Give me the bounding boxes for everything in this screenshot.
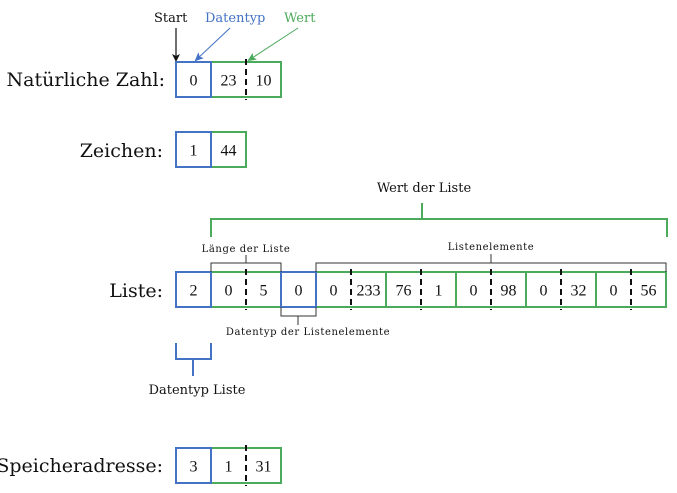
value-cell: 0 233 bbox=[315, 269, 387, 310]
value-cell: 0 32 bbox=[525, 269, 597, 310]
cell-border bbox=[175, 271, 212, 308]
value-cell: 1 31 bbox=[210, 445, 282, 486]
cell-value: 56 bbox=[641, 283, 657, 300]
value-cell: 44 bbox=[210, 131, 247, 168]
cell-value: 5 bbox=[260, 283, 268, 300]
cell-value: 31 bbox=[256, 459, 272, 476]
list-elements-label: Listenelemente bbox=[448, 242, 535, 253]
row-label-memory-address: Speicheradresse: bbox=[0, 455, 163, 477]
datatype-arrow bbox=[194, 27, 231, 62]
value-arrow bbox=[247, 27, 299, 62]
cell-border bbox=[175, 447, 212, 484]
cell-value: 0 bbox=[470, 283, 478, 300]
list-value-bracket bbox=[210, 203, 668, 237]
row-label-natural-number: Natürliche Zahl: bbox=[7, 69, 165, 91]
element-datatype-bracket bbox=[280, 307, 317, 325]
value-cell: 23 10 bbox=[210, 59, 282, 100]
datatype-cell: 0 bbox=[280, 271, 317, 308]
element-datatype-label: Datentyp der Listenelemente bbox=[226, 327, 390, 338]
cell-value: 0 bbox=[610, 283, 618, 300]
cell-value: 0 bbox=[225, 283, 233, 300]
row-label-list: Liste: bbox=[109, 280, 163, 302]
cell-value: 0 bbox=[330, 283, 338, 300]
cell-value: 44 bbox=[221, 143, 237, 160]
cell-value: 0 bbox=[295, 283, 303, 300]
row-memory-address: 1 31 3 bbox=[175, 445, 282, 486]
legend-start: Start bbox=[154, 11, 188, 26]
list-annotations: Wert der Liste Länge der Liste Listenele… bbox=[149, 181, 668, 398]
cell-value: 23 bbox=[221, 73, 237, 90]
list-elements-bracket bbox=[315, 254, 667, 272]
cell-value: 98 bbox=[501, 283, 517, 300]
legend-value: Wert bbox=[284, 11, 316, 26]
cell-value: 1 bbox=[435, 283, 443, 300]
row-natural-number: 23 10 0 bbox=[175, 59, 282, 100]
legend: Start Datentyp Wert bbox=[154, 11, 316, 62]
row-label-character: Zeichen: bbox=[80, 140, 163, 162]
value-cell: 0 56 bbox=[595, 269, 667, 310]
cell-value: 32 bbox=[571, 283, 587, 300]
cell-value: 10 bbox=[256, 73, 272, 90]
cell-border bbox=[175, 131, 212, 168]
cell-border bbox=[175, 61, 212, 98]
list-datatype-label: Datentyp Liste bbox=[149, 383, 246, 398]
cell-value: 2 bbox=[190, 283, 198, 300]
list-length-bracket bbox=[210, 255, 282, 272]
cell-value: 0 bbox=[540, 283, 548, 300]
legend-datatype: Datentyp bbox=[205, 11, 265, 26]
cell-value: 1 bbox=[190, 143, 198, 160]
datatype-cell: 3 bbox=[175, 447, 212, 484]
datatype-cell: 2 bbox=[175, 271, 212, 308]
value-cell: 0 98 bbox=[455, 269, 527, 310]
cell-value: 233 bbox=[357, 283, 381, 300]
cell-value: 3 bbox=[190, 459, 198, 476]
row-character: 44 1 bbox=[175, 131, 247, 168]
cell-border bbox=[280, 271, 317, 308]
cell-value: 1 bbox=[225, 459, 233, 476]
list-datatype-bracket bbox=[175, 343, 212, 376]
cell-value: 0 bbox=[190, 73, 198, 90]
datatype-cell: 1 bbox=[175, 131, 212, 168]
value-cell: 76 1 bbox=[385, 269, 457, 310]
datatype-cell: 0 bbox=[175, 61, 212, 98]
list-value-label: Wert der Liste bbox=[377, 181, 472, 196]
list-length-label: Länge der Liste bbox=[202, 244, 291, 255]
cell-value: 76 bbox=[396, 283, 412, 300]
